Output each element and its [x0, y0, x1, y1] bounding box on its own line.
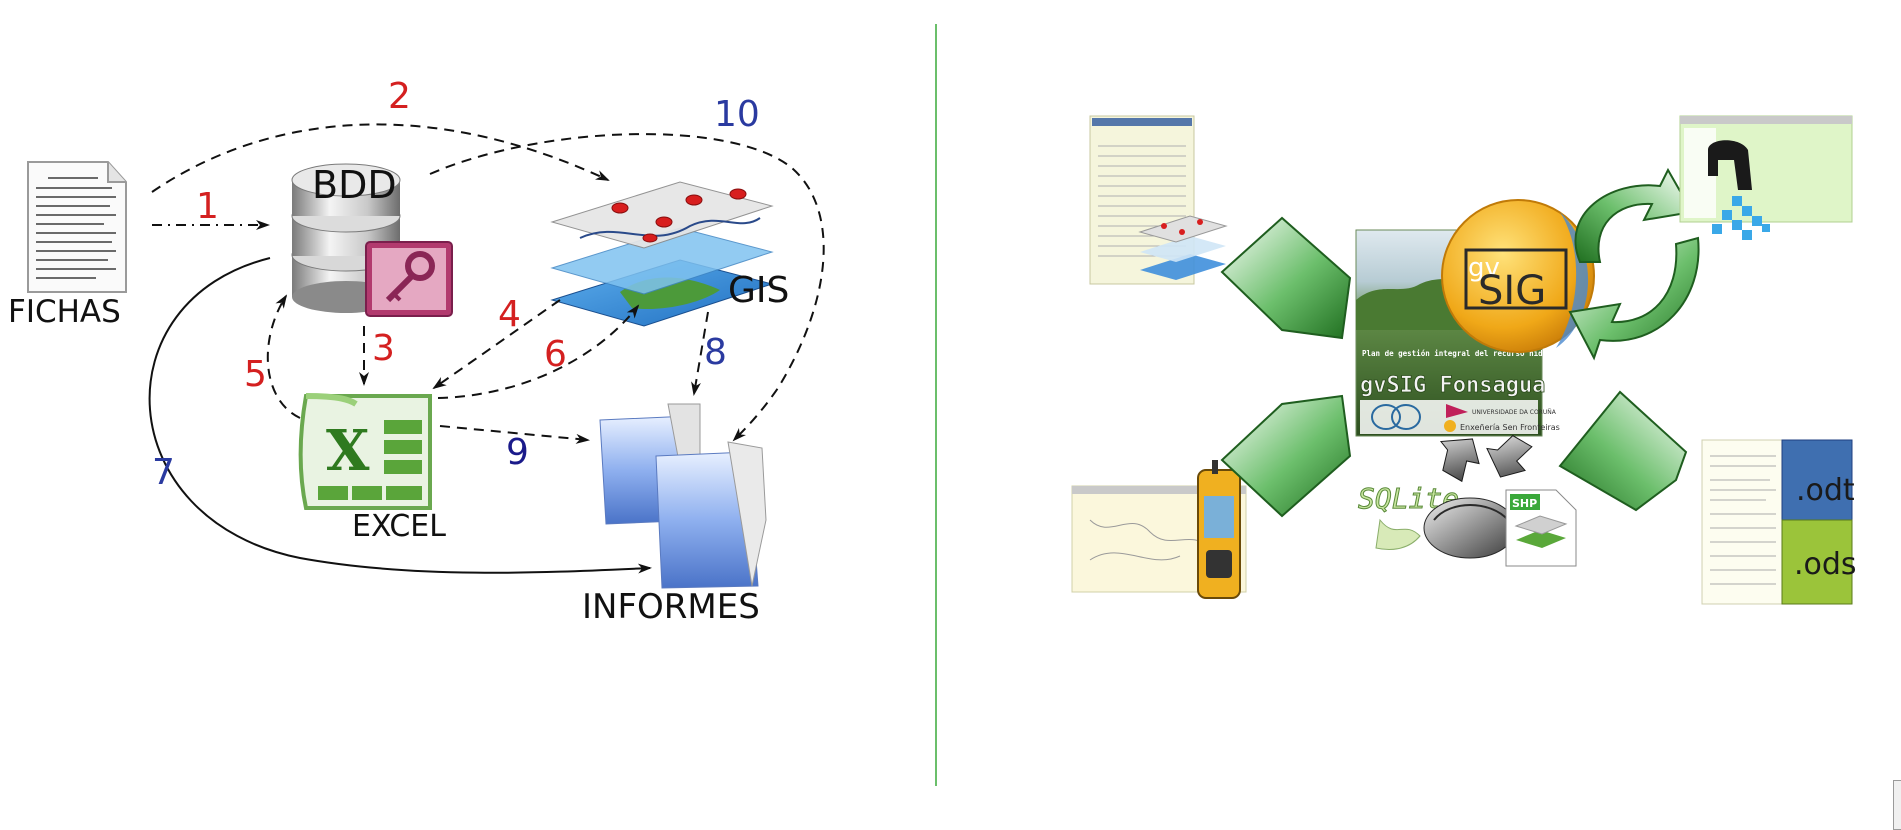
svg-text:X: X — [326, 418, 370, 484]
fichas-document-icon — [27, 161, 127, 293]
grey-arrow-down — [1439, 438, 1480, 483]
edge-10 — [429, 133, 825, 442]
edge-2 — [151, 123, 610, 193]
gvsig-logo-big: SIG — [1478, 268, 1546, 314]
edge-6 — [437, 304, 640, 399]
shp-label: SHP — [1512, 497, 1537, 510]
edge-label-1: 1 — [196, 186, 219, 227]
edge-label-5: 5 — [244, 354, 267, 395]
edge-group — [148, 123, 825, 574]
edge-label-8: 8 — [704, 332, 727, 373]
ods-label: .ods — [1794, 547, 1857, 582]
left-workflow-diagram: FICHAS BDD — [8, 76, 825, 627]
report-odt-ods-thumbnail: .odt .ods — [1701, 439, 1857, 605]
export-screenshot-thumbnail — [1679, 115, 1853, 240]
edge-label-9: 9 — [506, 432, 529, 473]
form-screenshot-thumbnail — [1089, 115, 1228, 285]
green-arrow-topleft — [1220, 216, 1352, 340]
informes-folders-icon — [599, 403, 767, 589]
node-label-gis: GIS — [728, 270, 789, 311]
edge-label-7: 7 — [152, 452, 175, 493]
odt-label: .odt — [1796, 473, 1855, 508]
edge-label-10: 10 — [714, 94, 760, 135]
node-label-fichas: FICHAS — [8, 294, 121, 330]
scrollbar-stub[interactable] — [1893, 780, 1901, 830]
edge-label-6: 6 — [544, 334, 567, 375]
edge-labels: 1 2 3 4 5 6 7 8 9 10 — [152, 76, 760, 493]
green-arrow-bottomright — [1558, 390, 1688, 512]
right-app-diagram: Plan de gestión integral del recurso híd… — [1071, 115, 1857, 605]
node-label-informes: INFORMES — [582, 587, 760, 627]
sqlite-shp-storage: SQLite SHP — [1358, 482, 1577, 567]
green-arrow-bottomleft — [1220, 394, 1352, 518]
grey-arrow-up — [1486, 435, 1533, 478]
edge-label-4: 4 — [498, 294, 521, 335]
node-label-bdd: BDD — [312, 163, 397, 207]
edge-9 — [439, 425, 590, 444]
app-footer-univ: UNIVERSIDADE DA CORUÑA — [1472, 409, 1557, 416]
edge-5 — [266, 294, 301, 419]
gvsig-logo-small: gv — [1468, 253, 1500, 283]
edge-label-2: 2 — [388, 76, 411, 117]
edge-8 — [691, 311, 709, 396]
excel-icon: X — [298, 393, 432, 510]
app-title: gvSIG Fonsagua — [1360, 373, 1545, 398]
app-caption: Plan de gestión integral del recurso híd… — [1362, 349, 1561, 358]
access-key-icon — [365, 241, 453, 317]
gvsig-logo: gv SIG — [1441, 199, 1595, 353]
gis-layers-icon — [550, 181, 774, 327]
edge-label-3: 3 — [372, 328, 395, 369]
node-label-excel: EXCEL — [352, 509, 446, 544]
edge-4 — [432, 299, 561, 390]
map-gps-thumbnail — [1071, 460, 1247, 599]
edge-7 — [148, 257, 652, 574]
app-footer-org: Enxeñería Sen Fronteiras — [1460, 423, 1560, 432]
